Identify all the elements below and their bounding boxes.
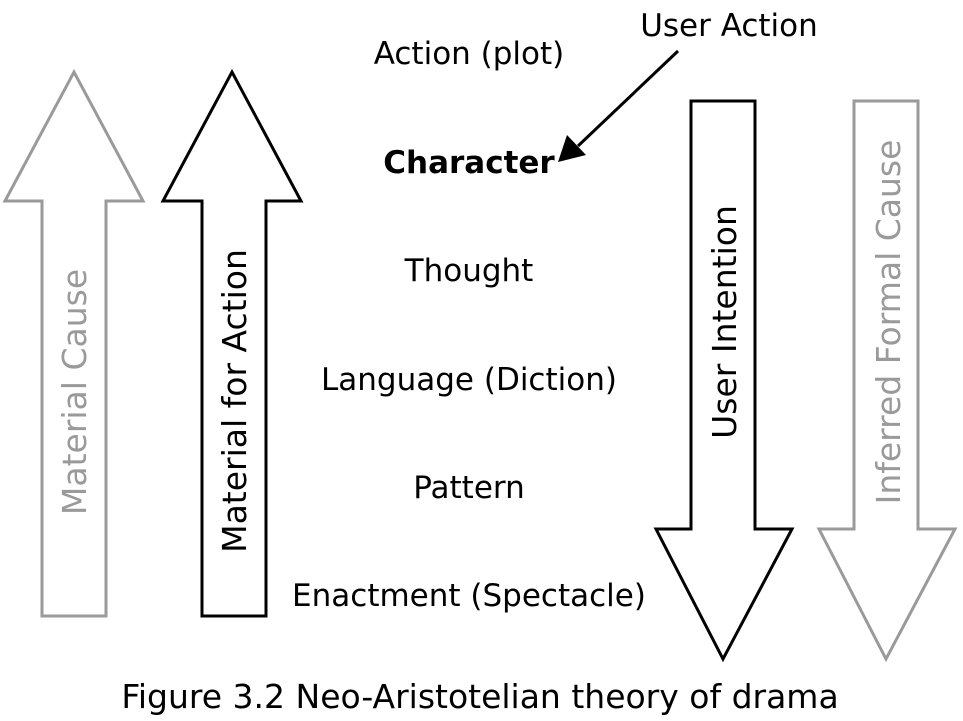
level-character: Character <box>383 145 555 181</box>
user-intention-arrow-shape <box>653 99 795 663</box>
level-thought: Thought <box>404 253 534 289</box>
user-action-pointer: User Action <box>558 8 818 162</box>
material-cause-arrow-shape <box>2 68 146 618</box>
figure-caption: Figure 3.2 Neo-Aristotelian theory of dr… <box>121 677 838 716</box>
material-for-action-arrow-shape <box>160 68 304 618</box>
level-language-diction: Language (Diction) <box>321 362 617 398</box>
drama-levels: Action (plot) Character Thought Language… <box>292 36 646 614</box>
user-intention-arrow: User Intention <box>653 99 795 663</box>
inferred-formal-cause-arrow: Inferred Formal Cause <box>816 99 958 663</box>
material-cause-arrow: Material Cause <box>2 68 146 618</box>
inferred-formal-cause-label: Inferred Formal Cause <box>869 140 908 505</box>
user-intention-label: User Intention <box>705 205 744 439</box>
material-for-action-label: Material for Action <box>215 249 254 553</box>
level-enactment-spectacle: Enactment (Spectacle) <box>292 578 646 614</box>
level-pattern: Pattern <box>413 470 525 506</box>
user-action-label: User Action <box>640 8 818 44</box>
user-action-arrow-line <box>576 49 680 148</box>
material-for-action-arrow: Material for Action <box>160 68 304 618</box>
material-cause-label: Material Cause <box>55 269 94 515</box>
inferred-formal-cause-arrow-shape <box>816 99 958 663</box>
user-action-arrowhead <box>558 135 586 162</box>
level-action-plot: Action (plot) <box>374 36 565 72</box>
